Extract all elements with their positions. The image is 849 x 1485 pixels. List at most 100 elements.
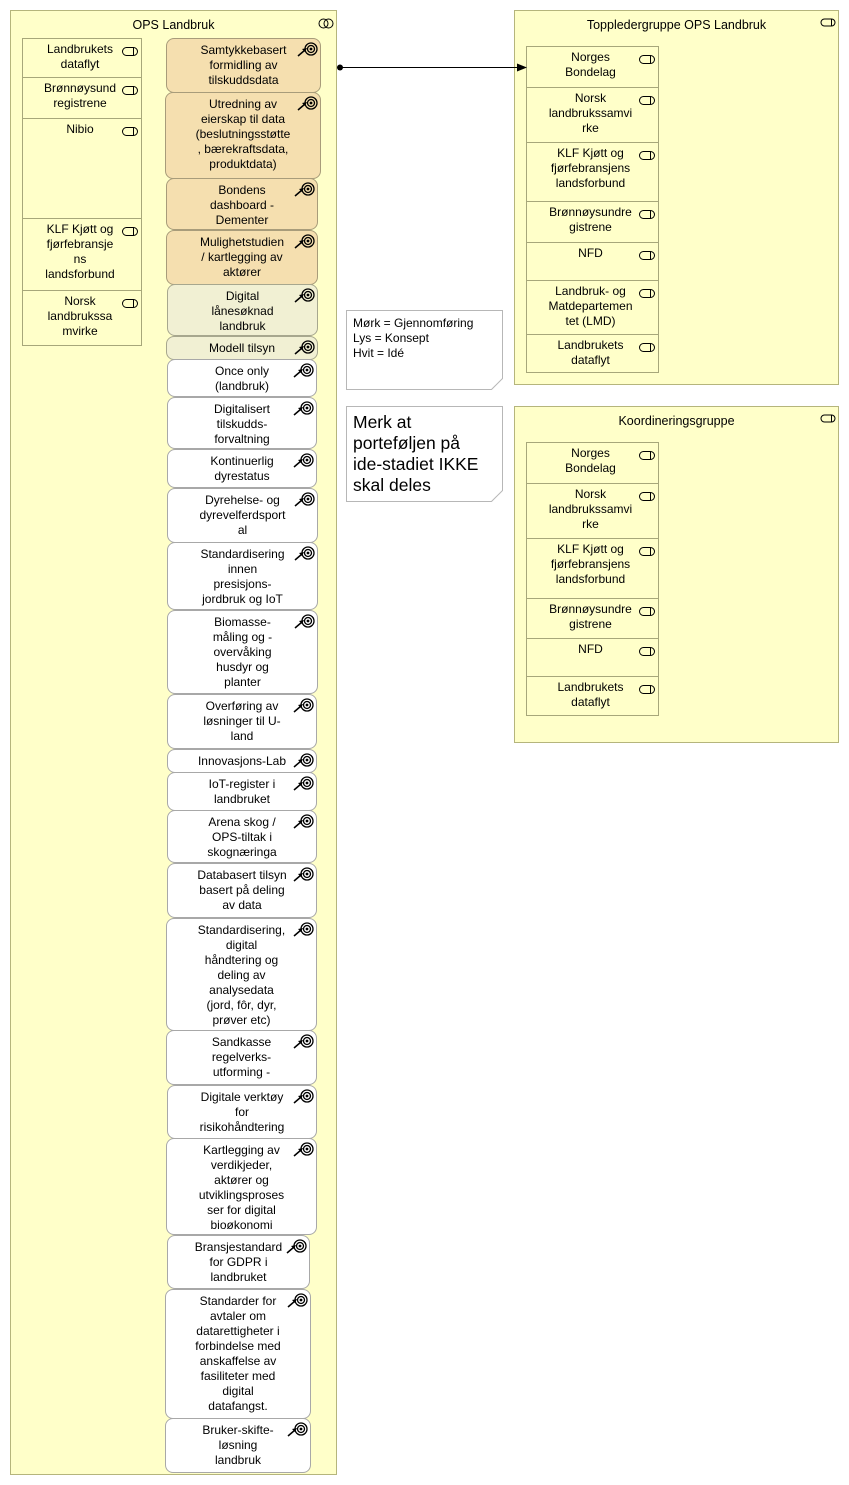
role-icon — [639, 53, 655, 64]
work-package-icon — [293, 288, 315, 304]
work-package-icon — [286, 1293, 308, 1309]
actor-box[interactable]: Norges Bondelag — [526, 442, 659, 484]
actor-label: Norsk landbrukssamvi rke — [548, 91, 633, 135]
work-package-label: Digitale verktøy for risikohåndtering — [199, 1090, 285, 1134]
role-icon — [639, 490, 655, 501]
work-package[interactable]: Digital lånesøknad landbruk — [167, 284, 318, 336]
legend-text: Mørk = Gjennomføring Lys = Konsept Hvit … — [353, 316, 474, 360]
work-package[interactable]: Utredning av eierskap til data (beslutni… — [165, 92, 321, 179]
actor-label: Norges Bondelag — [565, 50, 616, 79]
actor-label: Brønnøysundre gistrene — [549, 205, 632, 234]
work-package[interactable]: IoT-register i landbruket — [167, 772, 317, 811]
work-package[interactable]: Standardisering innen presisjons- jordbr… — [167, 542, 318, 610]
actor-box[interactable]: Norsk landbrukssamvi rke — [526, 87, 659, 143]
koordinering-title: Koordineringsgruppe — [618, 414, 735, 428]
role-icon — [122, 84, 138, 95]
actor-label: Brønnøysund registrene — [43, 81, 117, 110]
work-package-icon — [293, 614, 315, 630]
actor-label: Nibio — [66, 122, 94, 136]
work-package[interactable]: Standardisering, digital håndtering og d… — [166, 918, 317, 1031]
role-icon — [122, 45, 138, 56]
connector-arrow[interactable] — [330, 58, 535, 78]
actor-box[interactable]: NFD — [526, 638, 659, 677]
actor-label: NFD — [578, 246, 603, 260]
connector-arrowhead — [517, 63, 527, 72]
work-package-label: IoT-register i landbruket — [208, 777, 276, 806]
work-package-label: Dyrehelse- og dyrevelferdsport al — [199, 493, 286, 537]
work-package-icon — [296, 96, 318, 112]
actor-box[interactable]: Nibio — [22, 118, 142, 219]
actor-box[interactable]: KLF Kjøtt og fjørfebransjens landsforbun… — [526, 142, 659, 202]
work-package-label: Bransjestandard for GDPR i landbruket — [194, 1240, 283, 1284]
work-package[interactable]: Innovasjons-Lab — [167, 749, 317, 773]
actor-label: Landbrukets dataflyt — [46, 42, 114, 71]
work-package[interactable]: Digitale verktøy for risikohåndtering — [167, 1085, 317, 1139]
role-icon — [639, 249, 655, 260]
work-package-icon — [292, 814, 314, 830]
toppleder-title: Toppledergruppe OPS Landbruk — [586, 18, 767, 32]
work-package[interactable]: Standarder for avtaler om datarettighete… — [165, 1289, 311, 1419]
work-package-label: Kartlegging av verdikjeder, aktører og u… — [198, 1143, 285, 1232]
actor-box[interactable]: Brønnøysundre gistrene — [526, 598, 659, 639]
role-icon — [639, 449, 655, 460]
work-package-label: Databasert tilsyn basert på deling av da… — [197, 868, 287, 912]
work-package-label: Overføring av løsninger til U- land — [203, 699, 281, 743]
actor-box[interactable]: Landbrukets dataflyt — [22, 38, 142, 78]
work-package-icon — [292, 363, 314, 379]
work-package-icon — [292, 698, 314, 714]
actor-box[interactable]: KLF Kjøtt og fjørfebransje ns landsforbu… — [22, 218, 142, 291]
actor-label: KLF Kjøtt og fjørfebransje ns landsforbu… — [45, 222, 115, 281]
actor-label: KLF Kjøtt og fjørfebransjens landsforbun… — [550, 542, 631, 586]
work-package-icon — [293, 234, 315, 250]
work-package[interactable]: Bondens dashboard - Dementer — [166, 178, 318, 230]
actor-box[interactable]: Brønnøysundre gistrene — [526, 201, 659, 243]
actor-box[interactable]: Norsk landbrukssamvi rke — [526, 483, 659, 539]
legend-note[interactable]: Mørk = Gjennomføring Lys = Konsept Hvit … — [346, 310, 503, 390]
work-package[interactable]: Overføring av løsninger til U- land — [167, 694, 317, 749]
work-package-icon — [293, 340, 315, 356]
work-package-label: Standardisering, digital håndtering og d… — [197, 923, 286, 1027]
work-package-label: Modell tilsyn — [208, 341, 276, 355]
actor-box[interactable]: Norsk landbrukssa mvirke — [22, 290, 142, 346]
role-icon — [639, 149, 655, 160]
warning-note[interactable]: Merk at porteføljen på ide-stadiet IKKE … — [346, 406, 503, 502]
work-package-label: Digital lånesøknad landbruk — [211, 289, 274, 333]
work-package[interactable]: Modell tilsyn — [166, 336, 318, 360]
work-package[interactable]: Kontinuerlig dyrestatus — [167, 449, 317, 488]
work-package[interactable]: Bransjestandard for GDPR i landbruket — [167, 1235, 310, 1289]
actor-label: Landbrukets dataflyt — [557, 338, 624, 367]
note-fold-icon — [491, 378, 503, 390]
work-package[interactable]: Dyrehelse- og dyrevelferdsport al — [167, 488, 318, 543]
work-package-label: Innovasjons-Lab — [197, 754, 287, 768]
work-package[interactable]: Kartlegging av verdikjeder, aktører og u… — [166, 1138, 317, 1235]
actor-label: Norsk landbrukssa mvirke — [47, 294, 113, 338]
work-package[interactable]: Bruker-skifte- løsning landbruk — [165, 1418, 311, 1473]
work-package-icon — [292, 401, 314, 417]
actor-box[interactable]: Landbruk- og Matdepartemen tet (LMD) — [526, 280, 659, 335]
work-package-label: Standardisering innen presisjons- jordbr… — [200, 547, 285, 606]
work-package[interactable]: Samtykkebasert formidling av tilskuddsda… — [166, 38, 321, 93]
work-package[interactable]: Arena skog / OPS-tiltak i skognæringa — [167, 810, 317, 863]
work-package-icon — [293, 546, 315, 562]
work-package-label: Mulighetstudien / kartlegging av aktører — [199, 235, 285, 279]
work-package-icon — [292, 1142, 314, 1158]
work-package[interactable]: Digitalisert tilskudds- forvaltning — [167, 397, 317, 449]
work-package[interactable]: Sandkasse regelverks- utforming - — [166, 1030, 317, 1085]
work-package-label: Kontinuerlig dyrestatus — [210, 454, 274, 483]
collaboration-icon — [820, 18, 836, 27]
work-package-label: Standarder for avtaler om datarettighete… — [195, 1294, 281, 1413]
actor-box[interactable]: Norges Bondelag — [526, 46, 659, 88]
actor-box[interactable]: KLF Kjøtt og fjørfebransjens landsforbun… — [526, 538, 659, 599]
work-package-icon — [292, 867, 314, 883]
actor-box[interactable]: Brønnøysund registrene — [22, 77, 142, 119]
actor-box[interactable]: NFD — [526, 242, 659, 281]
work-package[interactable]: Once only (landbruk) — [167, 359, 317, 397]
work-package[interactable]: Mulighetstudien / kartlegging av aktører — [166, 230, 318, 285]
work-package[interactable]: Biomasse- måling og - overvåking husdyr … — [167, 610, 318, 694]
work-package-label: Biomasse- måling og - overvåking husdyr … — [212, 615, 273, 689]
work-package-icon — [293, 492, 315, 508]
work-package-icon — [293, 182, 315, 198]
work-package[interactable]: Databasert tilsyn basert på deling av da… — [167, 863, 317, 918]
actor-box[interactable]: Landbrukets dataflyt — [526, 334, 659, 373]
actor-box[interactable]: Landbrukets dataflyt — [526, 676, 659, 716]
